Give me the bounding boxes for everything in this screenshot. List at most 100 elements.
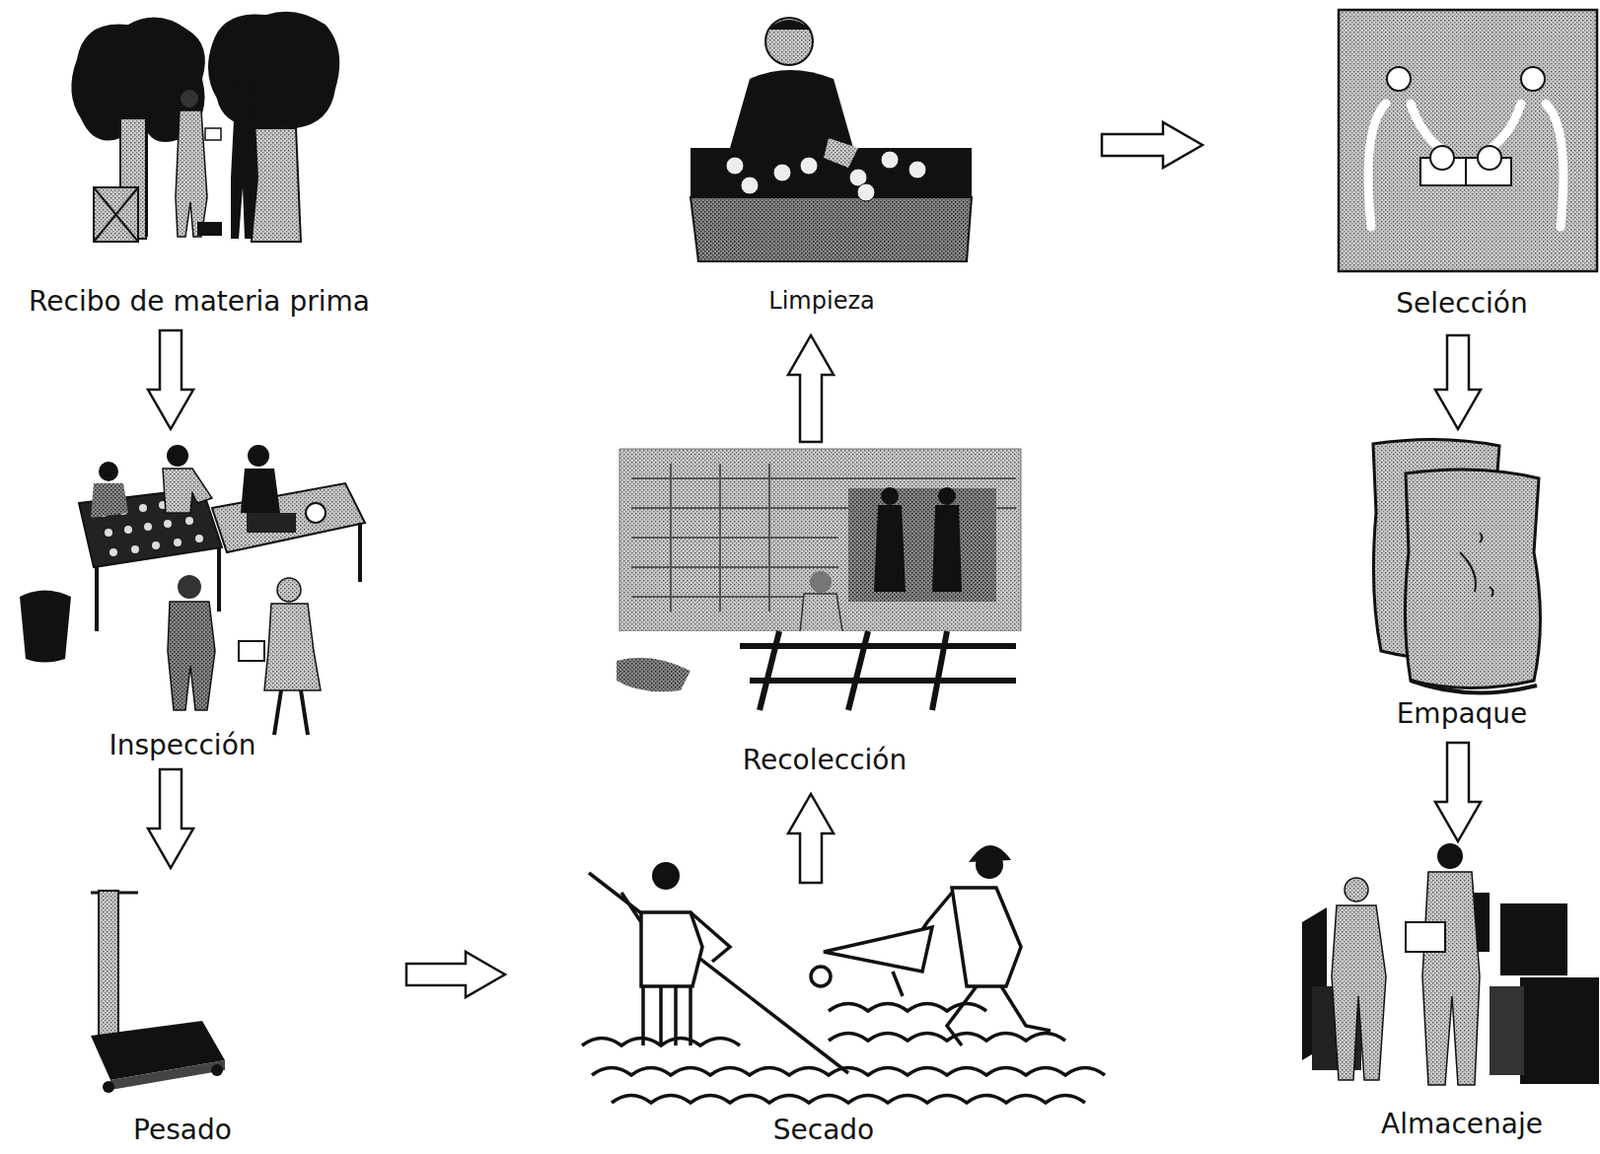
- collection-illustration-part: [759, 631, 780, 711]
- packing-bags-illustration-part: [1459, 532, 1494, 597]
- process-step: Limpieza: [631, 4, 1102, 336]
- process-step: Recibo de materia prima: [9, 4, 405, 331]
- inspection-illustration-part: [185, 516, 194, 525]
- cleaning-illustration-part: [773, 163, 792, 182]
- packing-bags-illustration-part: [1404, 469, 1540, 689]
- collection-illustration-part: [749, 677, 1017, 684]
- inspection-illustration-part: [173, 538, 182, 547]
- inspection-illustration-part: [212, 483, 365, 553]
- inspection-illustration-part: [19, 590, 72, 663]
- weighing-scale-illustration: [90, 890, 225, 1093]
- step-label: Limpieza: [768, 288, 874, 316]
- cleaning-illustration-part: [690, 197, 972, 262]
- cleaning-illustration-part: [800, 156, 818, 175]
- process-step: Secado: [505, 882, 1117, 1153]
- block-arrow: [147, 330, 194, 430]
- selection-illustration-part: [1521, 67, 1545, 91]
- selection-illustration: [1338, 9, 1598, 272]
- trees-delivery-illustration-part: [175, 110, 208, 237]
- drying-illustration-part: [641, 912, 703, 987]
- trees-delivery-illustration-part: [230, 100, 259, 239]
- storage-illustration-part: [1519, 976, 1600, 1086]
- drying-figures-fill-part: [652, 862, 680, 890]
- inspection-illustration-part: [277, 578, 301, 602]
- inspection-illustration-part: [300, 690, 308, 735]
- inspection-illustration-part: [240, 468, 281, 513]
- storage-illustration-part: [1405, 922, 1446, 952]
- drying-illustration-part: [588, 872, 849, 1074]
- trees-delivery-illustration-part: [93, 187, 139, 242]
- collection-illustration-part: [616, 657, 691, 693]
- selection-illustration-part: [1477, 145, 1502, 170]
- inspection-illustration-part: [104, 528, 113, 537]
- inspection-illustration-part: [358, 522, 363, 582]
- drying-figures-fill: [652, 845, 1012, 987]
- drying-illustration-part: [621, 892, 642, 923]
- inspection-illustration: [19, 444, 365, 735]
- inspection-illustration-part: [305, 503, 326, 523]
- inspection-illustration-part: [162, 468, 213, 513]
- inspection-illustration-part: [139, 504, 147, 512]
- selection-illustration-part: [1430, 145, 1455, 170]
- inspection-illustration-part: [98, 461, 119, 482]
- collection-illustration-part: [631, 536, 839, 539]
- cleaning-illustration-part: [880, 150, 899, 169]
- cleaning-illustration: [690, 17, 972, 262]
- drying-illustration-part: [823, 927, 933, 972]
- block-arrow: [788, 335, 834, 442]
- drying-illustration-part: [690, 912, 730, 962]
- cleaning-illustration-part: [726, 156, 744, 175]
- step-label: Pesado: [133, 1114, 232, 1147]
- inspection-illustration-part: [264, 603, 321, 691]
- collection-illustration-part: [848, 631, 869, 711]
- collection-illustration-part: [631, 477, 1017, 480]
- weighing-scale-illustration-part: [98, 890, 119, 1039]
- selection-illustration-part: [1386, 67, 1411, 91]
- collection-illustration-part: [873, 505, 906, 592]
- drying-illustration-part: [611, 1095, 1086, 1104]
- packing-bags-illustration-part: [1410, 680, 1537, 693]
- collection-illustration-part: [631, 566, 839, 569]
- inspection-illustration-part: [246, 512, 296, 533]
- collection-illustration-part: [739, 631, 1017, 711]
- storage-illustration-part: [1344, 877, 1369, 902]
- collection-illustration-part: [631, 463, 1017, 612]
- inspection-illustration-part: [151, 541, 160, 550]
- flow-arrow: [788, 335, 834, 442]
- trees-delivery-illustration-part: [208, 11, 340, 242]
- selection-illustration-part: [1464, 157, 1467, 186]
- flow-arrow: [406, 951, 506, 998]
- process-step: Empaque: [1302, 429, 1599, 743]
- collection-illustration-part: [739, 643, 1017, 650]
- drying-figures-fill-part: [810, 966, 831, 987]
- inspection-illustration-part: [247, 444, 270, 467]
- collection-illustration-part: [938, 487, 956, 506]
- trees-delivery-illustration-part: [180, 89, 199, 108]
- inspection-illustration-part: [177, 575, 202, 599]
- inspection-illustration-part: [131, 545, 140, 554]
- flow-arrow: [147, 330, 194, 430]
- weighing-scale-illustration-part: [110, 1060, 225, 1091]
- collection-illustration-part: [768, 463, 771, 612]
- drying-illustration-part: [946, 986, 1051, 1046]
- trees-delivery-illustration: [71, 11, 340, 242]
- drying-illustration: [581, 872, 1105, 1103]
- inspection-illustration-part: [167, 601, 216, 711]
- process-step: Recolección: [591, 441, 1036, 795]
- collection-illustration-part: [719, 463, 722, 612]
- inspection-illustration-part: [90, 483, 129, 518]
- storage-illustration: [1302, 843, 1600, 1086]
- process-step: Inspección: [14, 429, 370, 770]
- flow-arrow: [1435, 742, 1481, 842]
- inspection-illustration-part: [94, 567, 99, 632]
- process-step: Selección: [1202, 4, 1598, 336]
- process-step: Pesado: [59, 868, 407, 1153]
- inspection-illustration-part: [166, 444, 189, 467]
- block-arrow: [147, 769, 194, 869]
- inspection-illustration-part: [144, 522, 152, 531]
- storage-illustration-part: [1489, 986, 1525, 1076]
- cleaning-illustration-part: [767, 19, 811, 30]
- collection-illustration-part: [932, 505, 962, 592]
